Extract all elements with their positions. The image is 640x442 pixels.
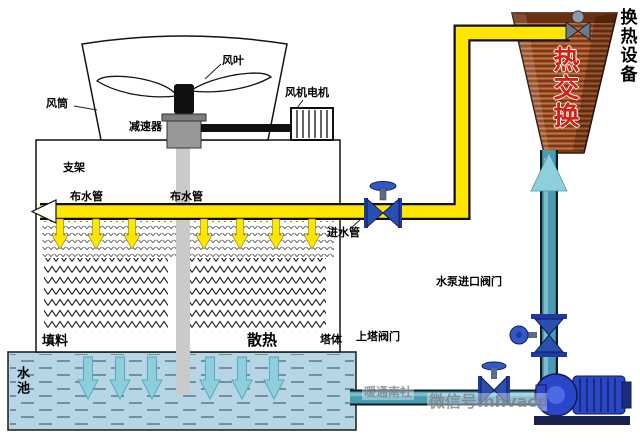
pipe-end-arrow	[30, 199, 57, 224]
fan-hub	[174, 84, 194, 114]
heat-dissipation-label: 散热	[247, 331, 278, 349]
inlet-pipe-valve	[364, 181, 402, 229]
motor-drive-bar	[201, 124, 292, 132]
exchanger-equipment-label: 换热设备	[616, 8, 637, 84]
pump-inlet-valve-label: 水泵进口阀门	[436, 275, 502, 288]
fill-label: 填料	[42, 334, 69, 349]
inlet-pipe-label: 进水管	[327, 226, 360, 239]
fill-material-left	[44, 258, 168, 332]
hot-water-pipe	[30, 24, 570, 224]
leader-lines	[73, 63, 362, 229]
dist-pipe-label-left: 布水管	[70, 190, 103, 203]
fan-blade-left	[96, 75, 179, 98]
watermark-wechat: 微信号:nhvacr	[427, 392, 547, 412]
watermark-brand: 暖通南社	[362, 385, 415, 400]
water-pump	[534, 373, 632, 425]
reducer-box	[161, 113, 207, 149]
support-label: 支架	[63, 161, 85, 174]
fan-duct-label: 风筒	[46, 97, 68, 110]
suction-pipe	[350, 389, 546, 406]
pump-inlet-valve-body	[478, 361, 510, 405]
fan-blade-right	[189, 72, 273, 93]
heat-exchange-label: 热交换	[548, 46, 579, 130]
reducer-label: 减速器	[129, 120, 162, 133]
pool-label: 水池	[13, 366, 29, 396]
heat-exchanger	[511, 12, 618, 154]
exchanger-top-valve	[565, 10, 591, 41]
fan-blade-label: 风叶	[222, 54, 244, 67]
up-flow-arrow	[530, 152, 568, 192]
up-tower-valve-label: 上塔阀门	[356, 330, 400, 343]
fill-material-right	[180, 258, 326, 332]
fan-assembly	[81, 35, 288, 141]
up-tower-valve-body	[509, 314, 567, 357]
dist-pipe-label-right: 布水管	[170, 190, 203, 203]
fan-motor-box	[290, 107, 334, 141]
fan-motor-label: 风机电机	[285, 86, 329, 99]
tower-body-label: 塔体	[320, 333, 342, 346]
drive-shaft	[176, 146, 190, 394]
